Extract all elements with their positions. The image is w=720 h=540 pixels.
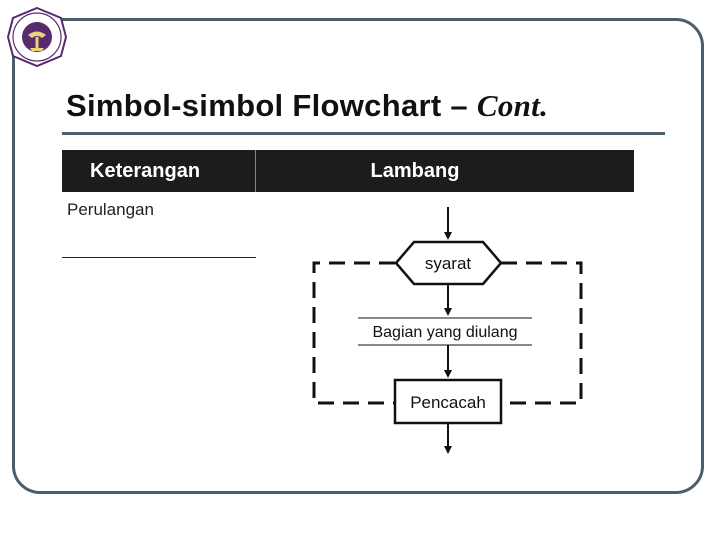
condition-label: syarat (425, 254, 472, 273)
header-lambang: Lambang (370, 159, 460, 182)
table-header: Keterangan Lambang (62, 150, 634, 192)
slide-title-cont: Cont. (476, 88, 549, 123)
loop-body-label: Bagian yang diulang (372, 324, 517, 341)
title-underline (62, 132, 665, 135)
row-divider (62, 257, 256, 258)
loop-dashed-left (312, 261, 395, 405)
slide-title: Simbol-simbol Flowchart – Cont. (66, 88, 549, 123)
university-logo (6, 6, 68, 68)
header-keterangan: Keterangan (62, 150, 256, 192)
counter-label: Pencacah (410, 393, 486, 412)
loop-dashed-right (501, 261, 583, 405)
row-label-perulangan: Perulangan (67, 200, 154, 219)
slide-frame (12, 18, 704, 494)
